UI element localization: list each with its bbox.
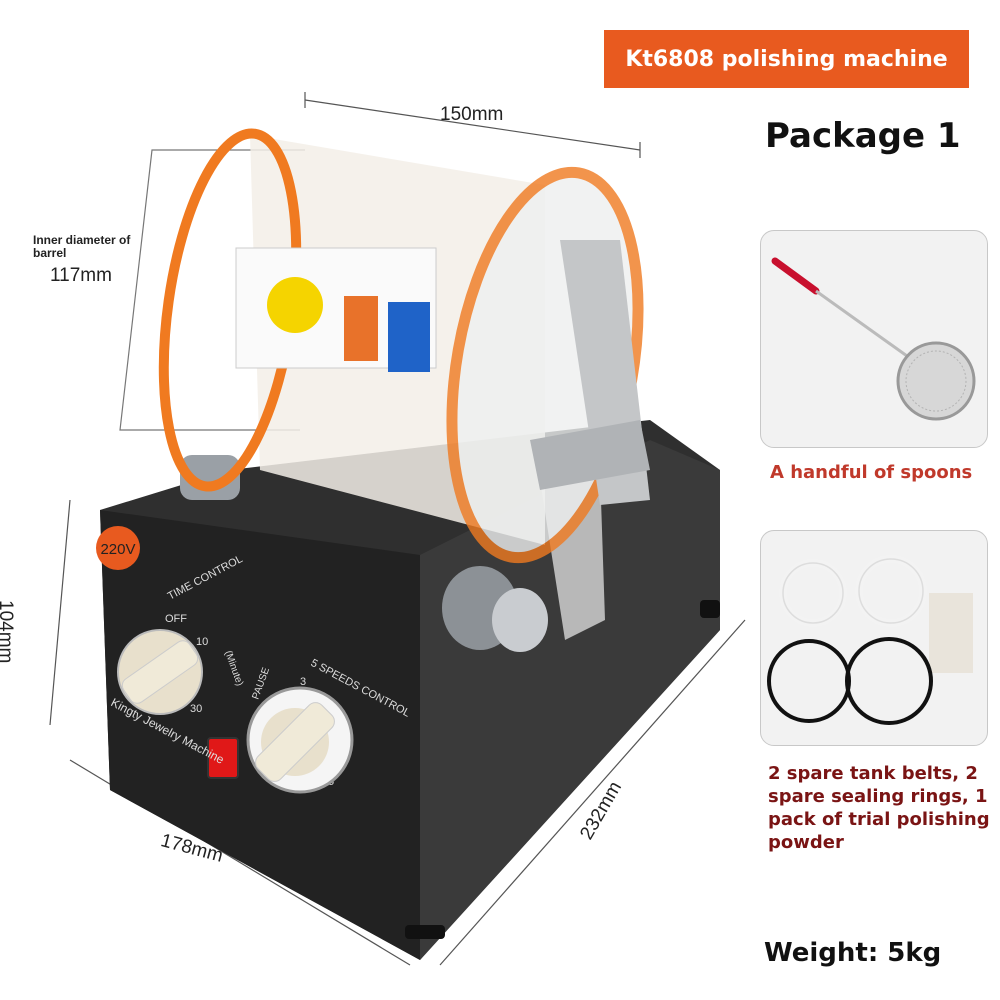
spares-caption: 2 spare tank belts, 2 spare sealing ring… (768, 763, 990, 853)
strainer-spoon-icon (771, 257, 976, 421)
depth-dimension-line (439, 619, 746, 966)
timer-30-label: 30 (190, 703, 202, 715)
inner-diameter-value: 117mm (50, 265, 112, 286)
spoon-card (760, 230, 988, 448)
length-dimension: 150mm (440, 104, 504, 125)
height-dimension-line (49, 499, 71, 726)
product-title-banner: Kt6808 polishing machine (604, 30, 969, 88)
spares-card (760, 530, 988, 746)
barrel-blue-label (388, 302, 430, 372)
rear-roller (180, 455, 240, 500)
weight-label: Weight: 5kg (764, 938, 942, 968)
power-switch (207, 737, 239, 779)
machine-illustration: 220V TIME CONTROL (Minute) OFF 10 30 5 S… (49, 92, 746, 966)
length-dimension-line (304, 99, 641, 151)
barrel-orange-label (344, 296, 378, 361)
timer-10-label: 10 (196, 636, 208, 648)
height-dimension: 104mm (0, 600, 16, 664)
inner-diameter-label: Inner diameter of barrel (33, 233, 131, 260)
voltage-label: 220V (100, 541, 135, 558)
spoon-caption: A handful of spoons (770, 462, 973, 483)
voltage-sticker (96, 526, 140, 570)
spare-rings-icon (767, 555, 973, 725)
barrel-yellow-label (267, 277, 323, 333)
package-label: Package 1 (765, 116, 961, 156)
speed-3-label: 3 (300, 676, 306, 688)
timer-off-label: OFF (165, 613, 187, 625)
